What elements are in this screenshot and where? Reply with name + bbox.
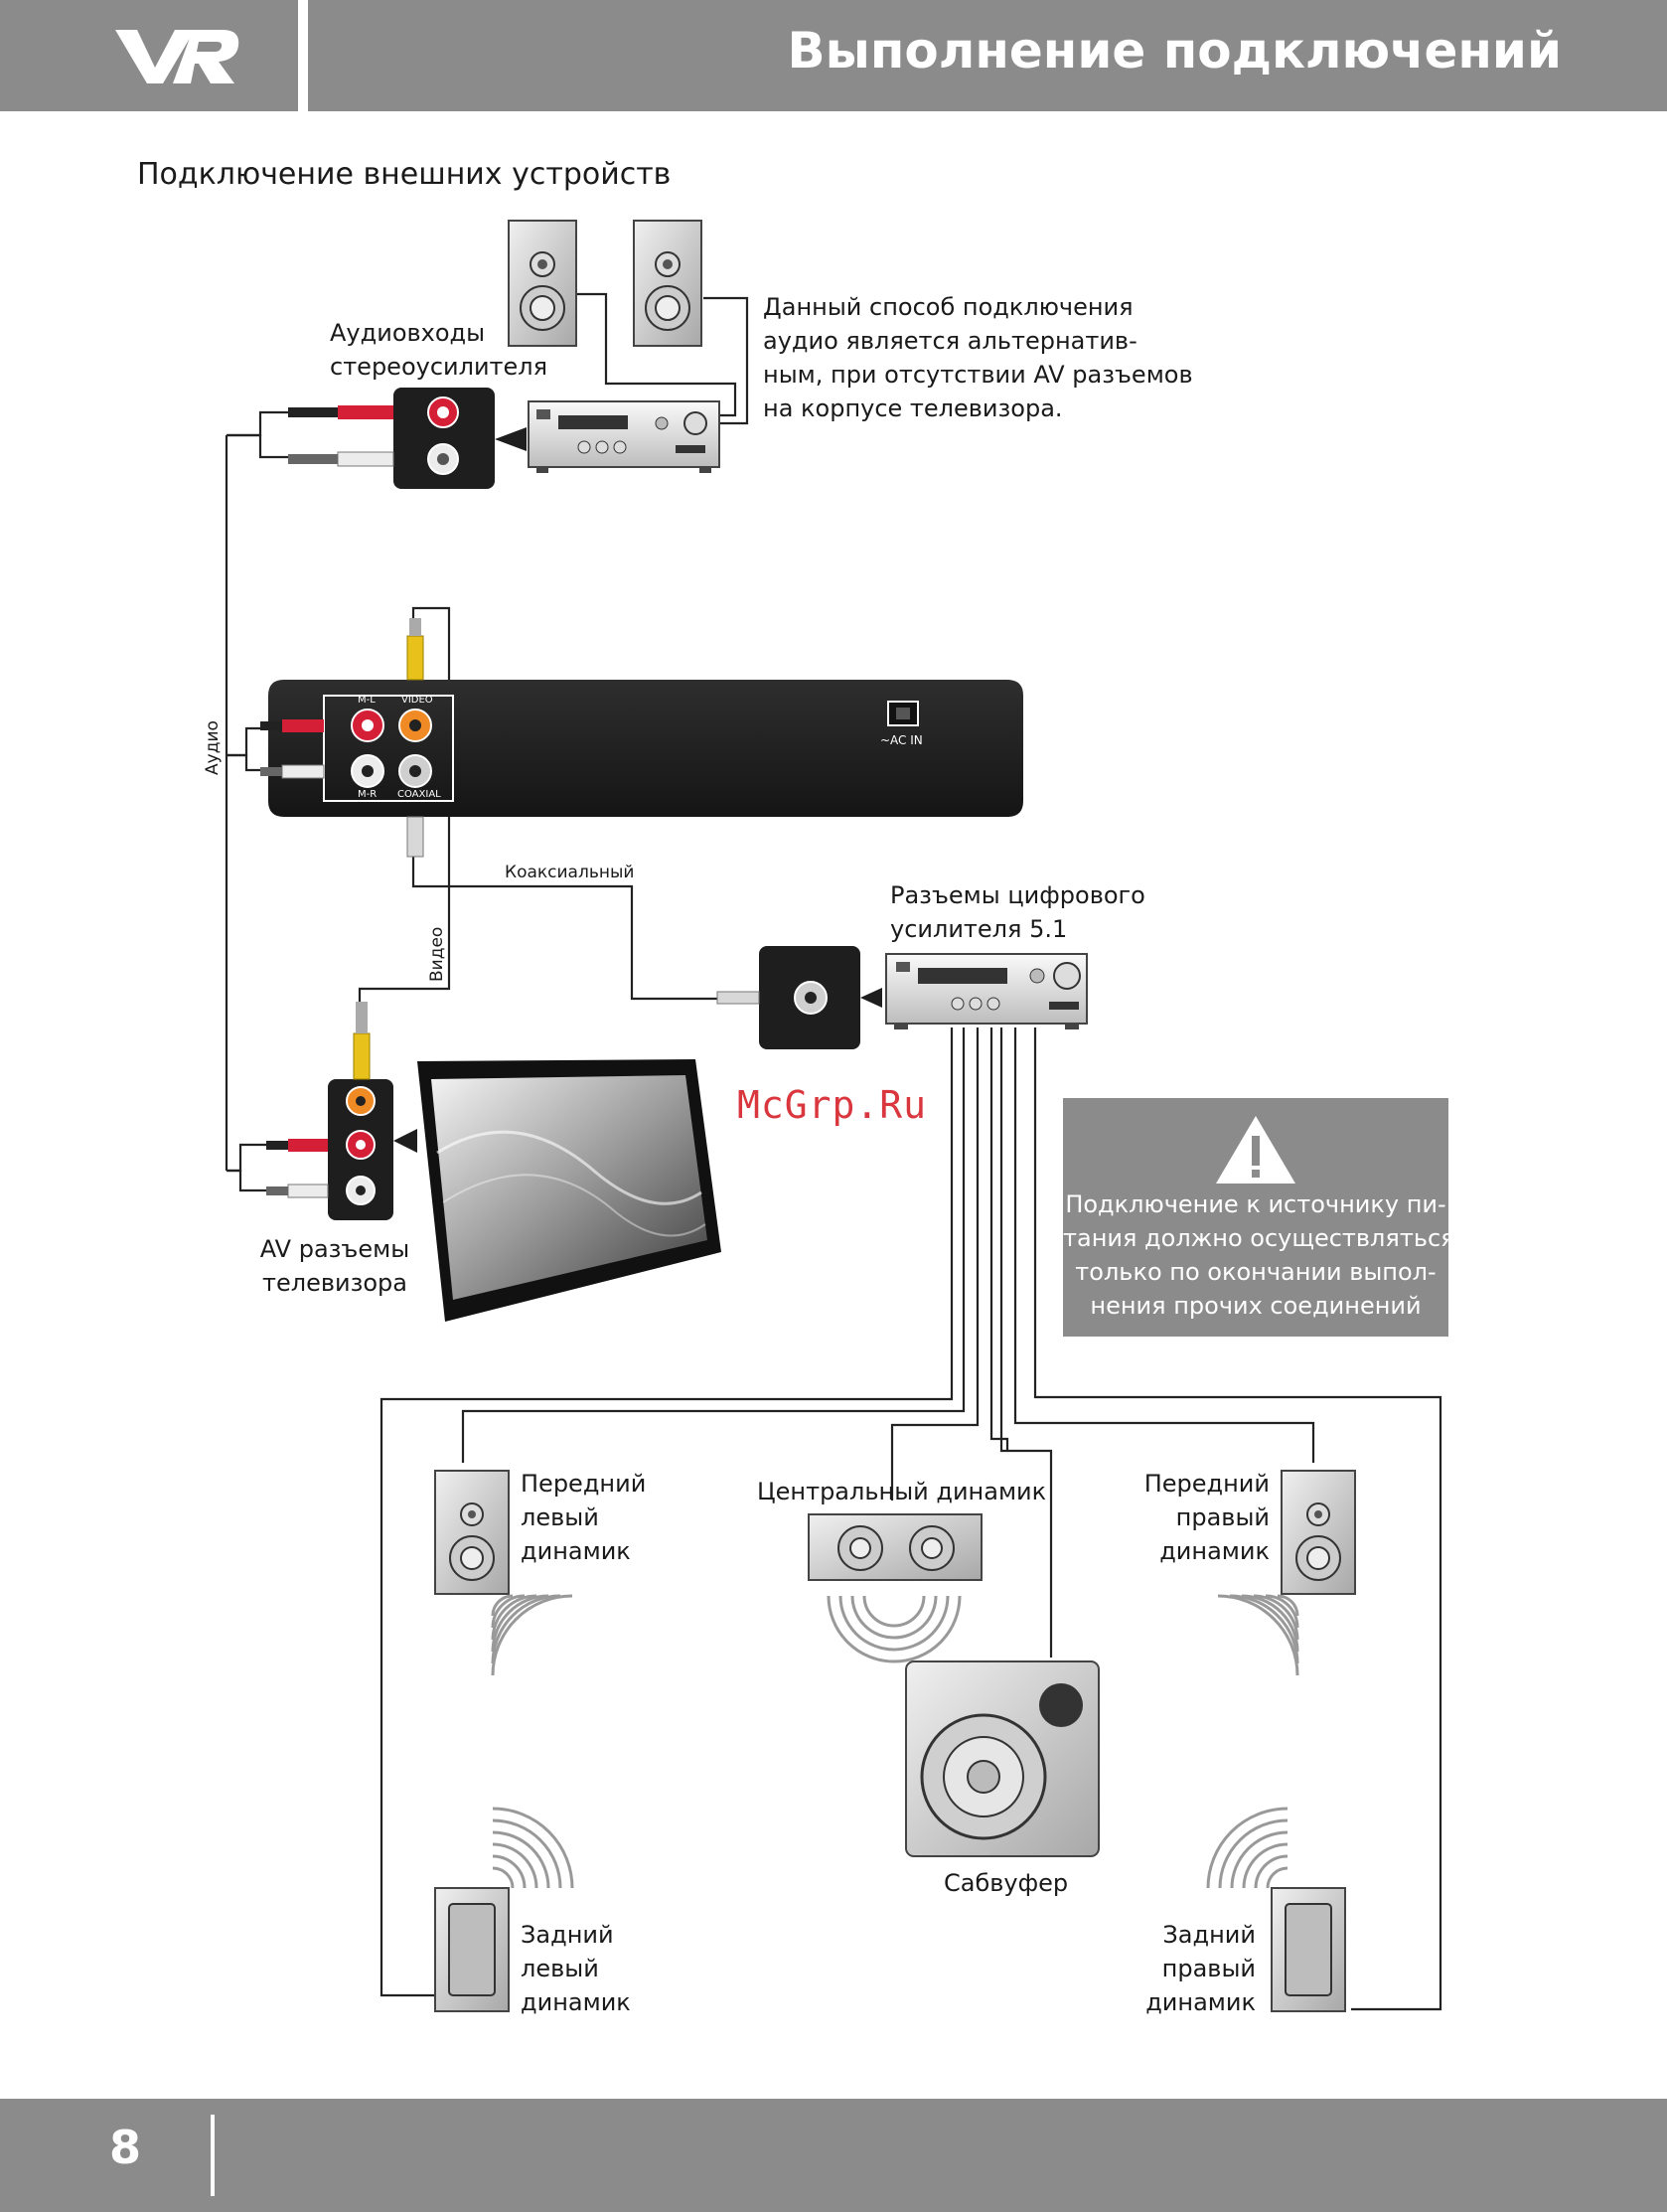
front-left-speaker: [434, 1470, 573, 1676]
warning-text: Подключение к источнику пи- тания должно…: [1063, 1190, 1455, 1320]
front-right-speaker: [1217, 1470, 1356, 1676]
header-divider: [298, 0, 308, 111]
label-subwoofer: Сабвуфер: [944, 1869, 1069, 1897]
panel-label-coaxial: COAXIAL: [397, 789, 441, 800]
dvd-player: [260, 618, 1023, 858]
panel-label-ml: M-L: [358, 695, 376, 706]
label-stereo-inputs: Аудиовходы стереоусилителя: [330, 319, 548, 381]
footer-divider: [211, 2115, 215, 2196]
label-front-left: Передний левый динамик: [521, 1470, 647, 1565]
label-rear-left: Задний левый динамик: [521, 1921, 631, 2016]
label-tv-av: AV разъемы телевизора: [259, 1235, 410, 1297]
vr-logo: [115, 30, 239, 83]
stereo-amp-inputs: [288, 388, 527, 489]
page-title: Выполнение подключений: [787, 22, 1563, 79]
panel-label-ac-in: ~AC IN: [880, 733, 923, 747]
panel-label-video: VIDEO: [401, 695, 433, 706]
digital-amp-inputs: [716, 946, 882, 1049]
label-rear-right: Задний правый динамик: [1145, 1921, 1256, 2016]
coaxial-cable: [411, 857, 717, 1001]
stereo-speaker-right: [633, 220, 702, 347]
label-alt-note: Данный способ подключения аудио является…: [763, 293, 1193, 422]
label-digital-amp: Разъемы цифрового усилителя 5.1: [890, 881, 1145, 943]
warning-triangle-icon: [1216, 1116, 1295, 1184]
watermark: McGrp.Ru: [737, 1083, 928, 1127]
label-audio: Аудио: [203, 720, 223, 775]
stereo-amplifier: [528, 400, 720, 473]
rear-left-speaker: [434, 1807, 574, 2012]
stereo-speaker-left: [508, 220, 577, 347]
page-footer: 8: [0, 2099, 1667, 2212]
subwoofer: [905, 1660, 1100, 1857]
page-header: Выполнение подключений: [0, 0, 1667, 111]
label-coaxial: Коаксиальный: [505, 863, 635, 882]
center-speaker: [808, 1513, 983, 1663]
digital-amplifier: [885, 953, 1088, 1029]
warning-box: Подключение к источнику пи- тания должно…: [1063, 1098, 1455, 1337]
label-front-right: Передний правый динамик: [1143, 1470, 1270, 1565]
rear-right-speaker: [1206, 1807, 1346, 2012]
section-subtitle: Подключение внешних устройств: [137, 157, 672, 192]
label-center: Центральный динамик: [757, 1478, 1047, 1505]
tv-av-inputs: [266, 1002, 417, 1220]
panel-label-mr: M-R: [358, 789, 378, 800]
label-video: Видео: [427, 926, 447, 982]
tv-screen: [417, 1059, 721, 1322]
cables: [225, 292, 1442, 2011]
page-number: 8: [109, 2121, 142, 2174]
